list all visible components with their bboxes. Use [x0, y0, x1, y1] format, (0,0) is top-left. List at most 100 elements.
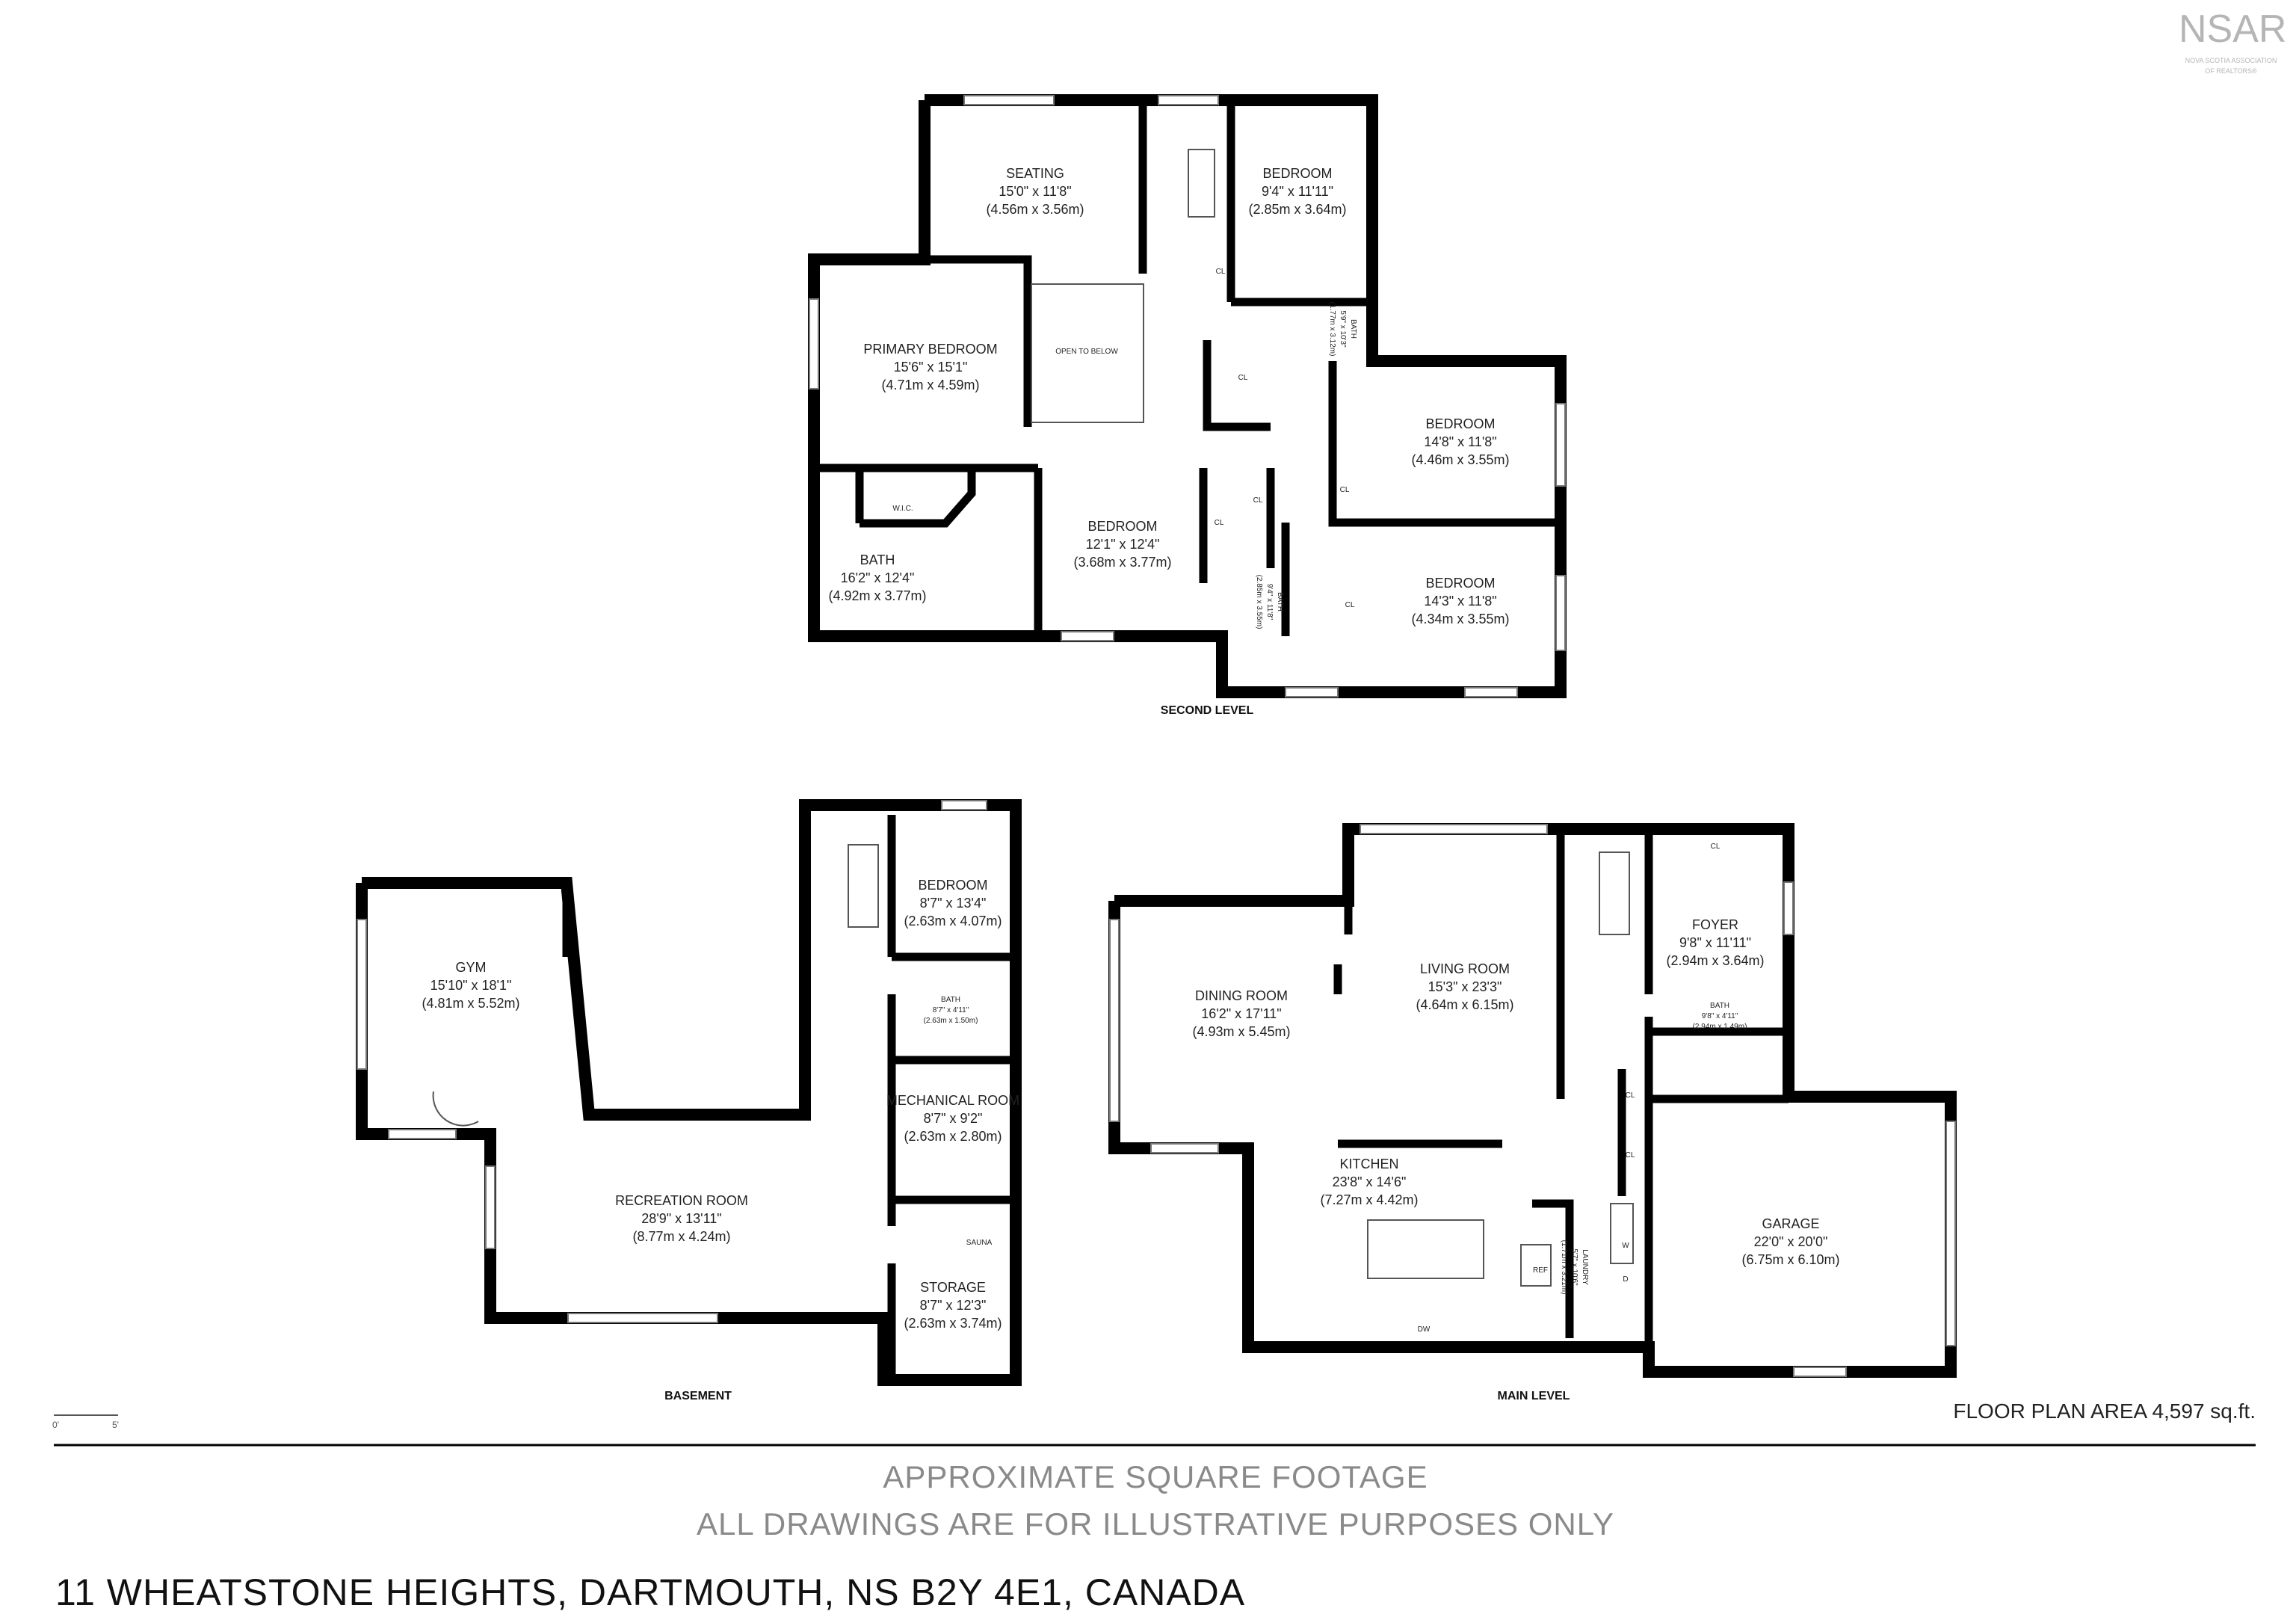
room-metric: (2.94m x 3.64m) [1666, 953, 1764, 968]
room-metric: (1.77m x 3.12m) [1328, 302, 1336, 357]
room-metric: (4.71m x 4.59m) [881, 378, 979, 392]
main-level-plan: MAIN LEVEL [1108, 823, 1957, 1402]
washer-dryer [1610, 1203, 1634, 1264]
room-imperial: 23'8" x 14'6" [1333, 1174, 1407, 1189]
room-metric: (6.75m x 6.10m) [1741, 1252, 1839, 1267]
room-name: BEDROOM [1262, 166, 1332, 181]
basement-title: BASEMENT [664, 1390, 732, 1402]
window [1555, 403, 1566, 487]
window [357, 919, 367, 1070]
room-name: BATH [941, 996, 960, 1004]
window [1109, 919, 1120, 1122]
floor-plan-area: FLOOR PLAN AREA 4,597 sq.ft. [1953, 1399, 2256, 1423]
room-imperial: 9'4" x 11'8" [1265, 584, 1274, 620]
room-label-cl: CL [1711, 843, 1721, 851]
room-metric: (1.71m x 3.21m) [1560, 1240, 1568, 1295]
room-name: REF [1533, 1266, 1548, 1275]
room-name: CL [1215, 519, 1224, 527]
room-name: BATH [1710, 1002, 1729, 1010]
room-imperial: 14'8" x 11'8" [1424, 434, 1496, 449]
room-metric: (4.81m x 5.52m) [422, 996, 519, 1011]
room-label-d: D [1623, 1275, 1628, 1284]
room-name: KITCHEN [1339, 1157, 1398, 1171]
window [963, 95, 1055, 105]
room-name: MECHANICAL ROOM [886, 1093, 1019, 1108]
room-name: CL [1711, 843, 1721, 851]
room-label-cl: CL [1345, 601, 1355, 609]
room-name: W.I.C. [892, 505, 913, 513]
refrigerator [1520, 1244, 1552, 1287]
room-imperial: 9'8" x 4'11" [1702, 1012, 1738, 1020]
room-label-open-to-below: OPEN TO BELOW [1055, 348, 1118, 356]
room-name: CL [1238, 374, 1248, 382]
kitchen-island [1367, 1219, 1484, 1279]
room-name: FOYER [1692, 917, 1738, 932]
room-imperial: 5'7" x 10'6" [1570, 1248, 1578, 1286]
property-address: 11 WHEATSTONE HEIGHTS, DARTMOUTH, NS B2Y… [55, 1571, 1245, 1613]
room-imperial: 28'9" x 13'11" [641, 1211, 721, 1226]
room-label-sauna: SAUNA [966, 1239, 993, 1247]
room-label-ref: REF [1533, 1266, 1548, 1275]
room-name: DINING ROOM [1195, 988, 1288, 1003]
nsar-logo: NSAR NOVA SCOTIA ASSOCIATION OF REALTORS… [2179, 7, 2286, 75]
room-label-w-i-c: W.I.C. [892, 505, 913, 513]
room-imperial: 22'0" x 20'0" [1754, 1234, 1828, 1249]
room-metric: (3.68m x 3.77m) [1073, 555, 1171, 570]
room-label-cl: CL [1340, 486, 1350, 494]
room-name: SEATING [1006, 166, 1064, 181]
scale-start: 0' [52, 1420, 59, 1430]
room-metric: (2.63m x 1.50m) [924, 1017, 978, 1025]
room-metric: (4.34m x 3.55m) [1411, 612, 1509, 626]
room-imperial: 8'7" x 4'11" [933, 1006, 969, 1014]
room-name: CL [1253, 496, 1263, 505]
room-name: DW [1418, 1325, 1431, 1334]
window [1158, 95, 1219, 105]
room-name: BATH [1349, 319, 1357, 339]
room-imperial: 16'2" x 12'4" [841, 570, 915, 585]
room-metric: (2.85m x 3.64m) [1248, 202, 1346, 217]
room-name: LAUNDRY [1581, 1249, 1589, 1285]
scale-bar: 0' 5' [52, 1414, 119, 1430]
room-imperial: 15'3" x 23'3" [1428, 979, 1502, 994]
room-metric: (2.94m x 1.49m) [1693, 1023, 1747, 1031]
room-label-cl: CL [1253, 496, 1263, 505]
window [1555, 575, 1566, 651]
room-imperial: 15'0" x 11'8" [999, 184, 1071, 199]
window [809, 298, 819, 389]
room-imperial: 16'2" x 17'11" [1201, 1006, 1281, 1021]
staircase [848, 844, 879, 928]
room-metric: (2.63m x 3.74m) [904, 1316, 1002, 1331]
room-label-cl: CL [1216, 268, 1226, 276]
footer-line1: APPROXIMATE SQUARE FOOTAGE [883, 1459, 1428, 1494]
window [1783, 881, 1794, 935]
room-name: GARAGE [1762, 1216, 1819, 1231]
room-name: PRIMARY BEDROOM [863, 342, 997, 357]
room-metric: (2.63m x 2.80m) [904, 1129, 1002, 1144]
room-name: SAUNA [966, 1239, 993, 1247]
window [567, 1313, 718, 1323]
room-name: LIVING ROOM [1420, 961, 1510, 976]
room-imperial: 8'7" x 13'4" [920, 896, 987, 911]
room-label-garage: GARAGE 22'0" x 20'0" (6.75m x 6.10m) [1741, 1216, 1839, 1267]
room-name: W [1622, 1242, 1629, 1250]
room-label-w: W [1622, 1242, 1629, 1250]
room-name: CL [1626, 1091, 1635, 1100]
window [1464, 687, 1518, 697]
room-label-cl: CL [1626, 1091, 1635, 1100]
logo-line1: NOVA SCOTIA ASSOCIATION [2185, 57, 2277, 64]
room-imperial: 14'3" x 11'8" [1424, 594, 1496, 609]
